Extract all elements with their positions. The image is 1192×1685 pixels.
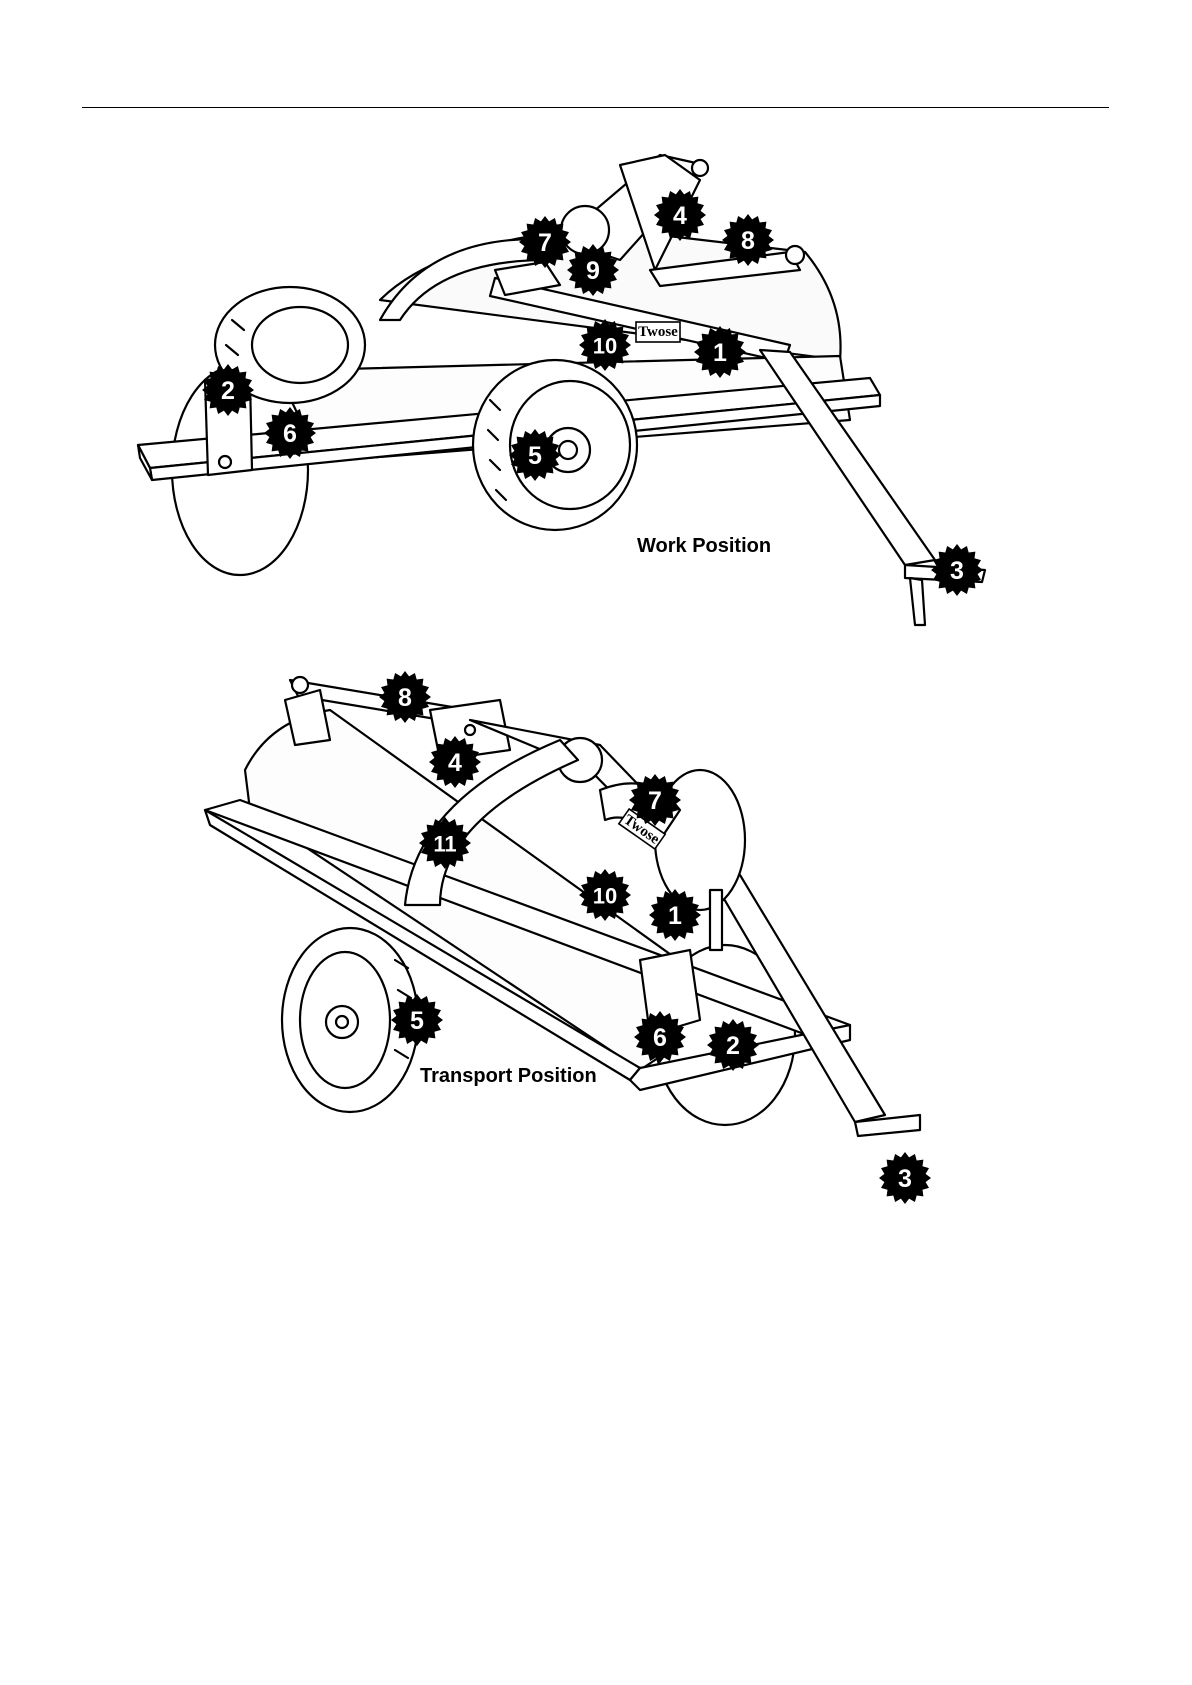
transport-callout-7: 7 [629, 774, 681, 826]
callout-number: 1 [668, 902, 682, 930]
callout-number: 4 [448, 749, 462, 777]
work-callout-6: 6 [264, 407, 316, 459]
transport-callout-2: 2 [707, 1019, 759, 1071]
callout-number: 2 [726, 1032, 740, 1060]
work-callout-8: 8 [722, 214, 774, 266]
callout-number: 6 [283, 420, 297, 448]
callout-number: 10 [593, 884, 617, 909]
transport-callout-6: 6 [634, 1011, 686, 1063]
transport-position-caption: Transport Position [420, 1065, 597, 1088]
work-callout-5: 5 [509, 429, 561, 481]
callout-number: 6 [653, 1024, 667, 1052]
transport-callout-3: 3 [879, 1152, 931, 1204]
transport-callout-11: 11 [419, 817, 471, 869]
work-callout-9: 9 [567, 244, 619, 296]
work-callout-4: 4 [654, 189, 706, 241]
work-callout-10: 10 [579, 319, 631, 371]
transport-callout-4: 4 [429, 736, 481, 788]
callout-number: 5 [528, 442, 542, 470]
callout-number: 7 [648, 787, 662, 815]
callout-number: 3 [950, 557, 964, 585]
callout-number: 8 [741, 227, 755, 255]
work-position-drawing: Twose 1 2 3 4 5 6 7 8 9 10 [0, 0, 1192, 640]
callout-number: 7 [538, 229, 552, 257]
callout-number: 11 [433, 832, 456, 857]
transport-callout-5: 5 [391, 994, 443, 1046]
transport-callout-10: 10 [579, 869, 631, 921]
work-callout-1: 1 [694, 326, 746, 378]
callout-number: 3 [898, 1165, 912, 1193]
work-callout-2: 2 [202, 364, 254, 416]
callout-number: 4 [673, 202, 687, 230]
callout-number: 5 [410, 1007, 424, 1035]
callout-number: 2 [221, 377, 235, 405]
transport-callout-8: 8 [379, 671, 431, 723]
callout-number: 9 [586, 257, 600, 285]
work-position-caption: Work Position [637, 535, 771, 558]
callout-number: 10 [593, 334, 617, 359]
work-callout-7: 7 [519, 216, 571, 268]
transport-callout-1: 1 [649, 889, 701, 941]
callout-number: 8 [398, 684, 412, 712]
brand-label: Twose [638, 324, 678, 340]
callout-number: 1 [713, 339, 727, 367]
work-position-figure: Twose 1 2 3 4 5 6 7 8 9 10 Work Position [0, 0, 1192, 640]
work-callout-3: 3 [931, 544, 983, 596]
